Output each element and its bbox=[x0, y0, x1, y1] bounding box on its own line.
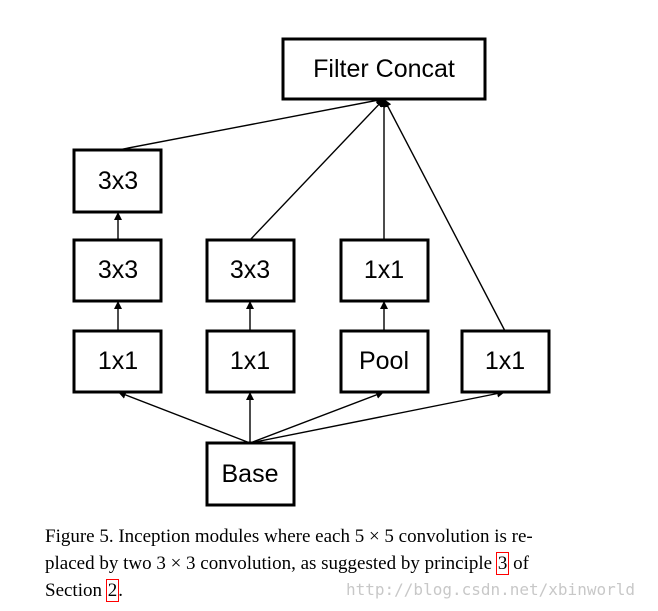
edge-b4-1x1-to-concat bbox=[383, 98, 506, 332]
edges bbox=[114, 96, 506, 444]
node-filter-concat: Filter Concat bbox=[281, 37, 487, 101]
caption-text: of bbox=[508, 553, 529, 574]
node-branch2-1x1: 1x1 bbox=[205, 329, 296, 394]
watermark: http://blog.csdn.net/xbinworld bbox=[346, 580, 635, 599]
inception-module-diagram: Filter Concat 3x3 3x3 3x3 1x1 1x1 1x1 Po… bbox=[72, 37, 551, 507]
node-label: Filter Concat bbox=[313, 55, 455, 83]
figure-caption: Figure 5. Inception modules where each 5… bbox=[45, 523, 605, 604]
node-branch1-1x1: 1x1 bbox=[72, 329, 163, 394]
node-label: 3x3 bbox=[98, 256, 138, 284]
caption-line-2: placed by two 3 × 3 convolution, as sugg… bbox=[45, 550, 605, 577]
edge-base-to-b1-1x1 bbox=[117, 391, 251, 444]
caption-text: Section bbox=[45, 580, 107, 601]
node-base: Base bbox=[205, 441, 296, 507]
node-label: Pool bbox=[359, 347, 409, 375]
node-label: 1x1 bbox=[364, 256, 404, 284]
node-label: 1x1 bbox=[98, 347, 138, 375]
node-branch3-pool: Pool bbox=[339, 329, 430, 394]
node-branch1-mid-3x3: 3x3 bbox=[72, 238, 163, 303]
node-label: 1x1 bbox=[485, 347, 525, 375]
node-branch4-1x1: 1x1 bbox=[460, 329, 551, 394]
node-label: 3x3 bbox=[230, 256, 270, 284]
edge-base-to-b4-1x1 bbox=[249, 389, 506, 444]
edge-b1-top-to-concat bbox=[117, 96, 385, 151]
caption-line-1: Figure 5. Inception modules where each 5… bbox=[45, 526, 533, 547]
node-label: 3x3 bbox=[98, 167, 138, 195]
principle-reference-link[interactable]: 3 bbox=[495, 552, 510, 575]
section-reference-link[interactable]: 2 bbox=[105, 579, 120, 602]
caption-text: placed by two 3 × 3 convolution, as sugg… bbox=[45, 553, 497, 574]
node-label: 1x1 bbox=[230, 347, 270, 375]
edge-b2-3x3-to-concat bbox=[249, 98, 385, 241]
node-branch1-top-3x3: 3x3 bbox=[72, 148, 163, 214]
node-label: Base bbox=[222, 460, 279, 488]
node-branch3-1x1: 1x1 bbox=[339, 238, 430, 303]
node-branch2-3x3: 3x3 bbox=[205, 238, 296, 303]
caption-text: . bbox=[118, 580, 123, 601]
edge-base-to-pool bbox=[249, 391, 385, 444]
caption-line-3: Section 2. bbox=[45, 577, 605, 604]
